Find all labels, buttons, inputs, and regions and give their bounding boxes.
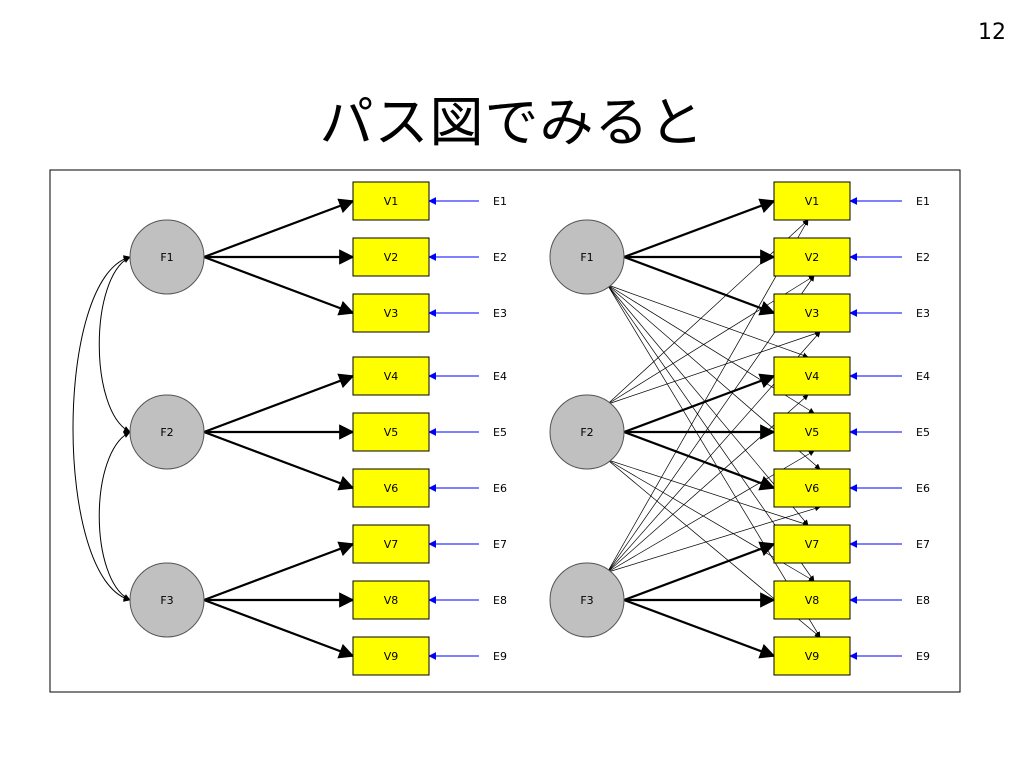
left-variable-label: V7	[384, 538, 399, 551]
left-loading-arrow	[203, 541, 355, 602]
right-factor-circle	[549, 219, 625, 295]
right-error-label: E4	[916, 370, 930, 383]
right-variable-label: V3	[805, 307, 820, 320]
right-loading-arrow	[623, 255, 776, 316]
right-variable-label: V4	[805, 370, 820, 383]
left-factor-label: F1	[160, 251, 173, 264]
left-covariance-arc	[98, 431, 131, 601]
right-variable-label: V6	[805, 482, 820, 495]
right-variable-label: V7	[805, 538, 820, 551]
right-variable-label: V9	[805, 650, 820, 663]
left-covariance-arc	[98, 256, 131, 433]
right-variable-box	[773, 412, 851, 452]
left-variable-label: V3	[384, 307, 399, 320]
left-error-label: E2	[493, 251, 507, 264]
left-error-label: E4	[493, 370, 507, 383]
right-error-label: E9	[916, 650, 930, 663]
right-error-label: E6	[916, 482, 930, 495]
right-variable-box	[773, 237, 851, 277]
right-variable-box	[773, 580, 851, 620]
right-cross-loading-arrow	[607, 284, 821, 638]
right-cross-loading-arrow	[607, 219, 809, 573]
left-loading-arrow	[203, 198, 355, 259]
right-cross-loading-arrow	[607, 459, 809, 527]
left-variable-label: V5	[384, 426, 399, 439]
right-variable-label: V5	[805, 426, 820, 439]
left-variable-label: V2	[384, 251, 399, 264]
right-error-label: E5	[916, 426, 930, 439]
left-variable-label: V1	[384, 195, 399, 208]
left-variable-box	[352, 412, 430, 452]
left-error-label: E7	[493, 538, 507, 551]
right-factor-label: F1	[580, 251, 593, 264]
right-error-label: E1	[916, 195, 930, 208]
right-cross-loading-arrow	[607, 284, 809, 358]
right-factor-label: F2	[580, 426, 593, 439]
right-error-label: E7	[916, 538, 930, 551]
left-loading-arrow	[203, 598, 355, 659]
left-variable-label: V6	[384, 482, 399, 495]
left-loading-arrow	[203, 255, 355, 316]
left-loading-arrow	[203, 373, 355, 434]
right-variable-label: V8	[805, 594, 820, 607]
left-factor-label: F2	[160, 426, 173, 439]
left-variable-box	[352, 580, 430, 620]
left-variable-box	[352, 524, 430, 564]
slide-title: パス図でみると	[319, 91, 705, 154]
left-variable-box	[352, 293, 430, 333]
right-variable-box	[773, 181, 851, 221]
right-error-label: E8	[916, 594, 930, 607]
right-factor-label: F3	[580, 594, 593, 607]
right-loading-arrow	[623, 430, 776, 491]
left-error-label: E3	[493, 307, 507, 320]
left-variable-box	[352, 237, 430, 277]
left-factor-circle	[129, 394, 205, 470]
left-error-label: E1	[493, 195, 507, 208]
left-factor-circle	[129, 562, 205, 638]
left-error-label: E5	[493, 426, 507, 439]
left-variable-box	[352, 636, 430, 676]
right-loading-arrow	[623, 373, 776, 434]
slide-number: 12	[978, 20, 1006, 45]
left-variable-label: V8	[384, 594, 399, 607]
right-error-label: E3	[916, 307, 930, 320]
left-variable-label: V4	[384, 370, 399, 383]
right-variable-box	[773, 293, 851, 333]
right-error-label: E2	[916, 251, 930, 264]
right-variable-box	[773, 468, 851, 508]
right-variable-label: V2	[805, 251, 820, 264]
right-loading-arrow	[623, 541, 776, 602]
right-cross-loading-arrow	[607, 505, 821, 573]
left-variable-box	[352, 181, 430, 221]
right-factor-circle	[549, 394, 625, 470]
right-loading-arrow	[623, 198, 776, 259]
right-variable-box	[773, 356, 851, 396]
left-variable-label: V9	[384, 650, 399, 663]
left-loading-arrow	[203, 430, 355, 491]
right-variable-label: V1	[805, 195, 820, 208]
right-factor-circle	[549, 562, 625, 638]
right-cross-loading-arrow	[607, 330, 821, 405]
left-error-label: E9	[493, 650, 507, 663]
left-factor-label: F3	[160, 594, 173, 607]
left-variable-box	[352, 468, 430, 508]
left-covariance-arc	[72, 255, 131, 602]
right-variable-box	[773, 636, 851, 676]
left-variable-box	[352, 356, 430, 396]
right-variable-box	[773, 524, 851, 564]
right-loading-arrow	[623, 598, 776, 659]
left-error-label: E6	[493, 482, 507, 495]
left-factor-circle	[129, 219, 205, 295]
left-error-label: E8	[493, 594, 507, 607]
